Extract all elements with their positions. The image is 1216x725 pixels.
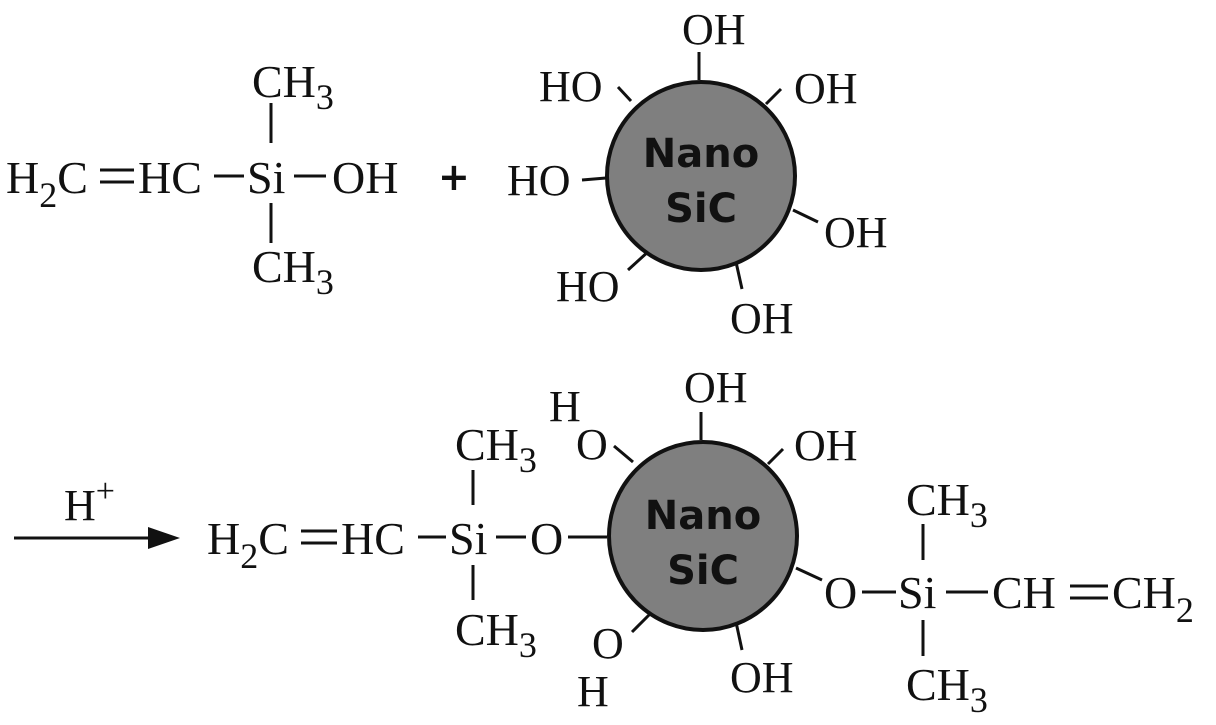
bond-top-ne (764, 87, 783, 106)
nano-sic-particle-top: Nano SiC OH OH OH OH HO HO HO (507, 5, 888, 343)
particle-label-line1: Nano (645, 493, 761, 539)
hydroxyl-group: OH (682, 5, 746, 54)
product-ch2: CH2 (1112, 567, 1194, 630)
hydroxyl-group: HO (556, 262, 620, 311)
bond-bottom-nw (613, 444, 634, 464)
product-ch3-top-right: CH3 (906, 474, 988, 535)
particle-label-line2: SiC (667, 548, 739, 594)
bond-bottom-ne (766, 447, 785, 466)
arrow-catalyst: H+ (64, 473, 115, 530)
hydroxyl-group: OH (794, 421, 858, 470)
bond-top-w (581, 176, 607, 182)
product-hc: HC (341, 513, 405, 564)
product-h2c: H2C (207, 513, 289, 576)
product-ch3-top-left: CH3 (455, 419, 537, 480)
reactant-oh: OH (332, 152, 398, 203)
product-ch3-bottom-left: CH3 (455, 604, 537, 665)
reactant-ch3-top: CH3 (252, 56, 334, 117)
hydroxyl-group: OH (684, 363, 748, 412)
product-ch3-bottom-right: CH3 (906, 659, 988, 720)
bond-top-nw (616, 85, 633, 103)
particle-core (607, 440, 799, 632)
hydroxyl-group: OH (730, 294, 794, 343)
arrow-head (148, 527, 180, 549)
reactant-ch3-bottom: CH3 (252, 241, 334, 302)
bond-bottom-sw (630, 610, 654, 634)
bond-top-s (734, 261, 744, 290)
hydroxyl-h-upper: H (549, 382, 581, 431)
hydroxyl-group: OH (794, 64, 858, 113)
reactant-si: Si (247, 152, 285, 203)
hydroxyl-group: HO (539, 62, 603, 111)
product-si-left: Si (449, 513, 487, 564)
hydroxyl-o-upper: O (576, 420, 608, 469)
reactant-h2c: H2C (6, 152, 88, 215)
product-o-right: O (824, 567, 857, 618)
reactant-hc: HC (138, 152, 202, 203)
bond-bottom-e (795, 566, 823, 582)
bond-bottom-s (734, 621, 744, 651)
particle-label-line2: SiC (665, 186, 737, 232)
hydroxyl-group: HO (507, 156, 571, 205)
hydroxyl-h-lower: H (577, 667, 609, 716)
hydroxyl-group: OH (730, 653, 794, 702)
plus-sign: + (438, 155, 470, 199)
hydroxyl-o-lower: O (592, 619, 624, 668)
product-o-left: O (530, 513, 563, 564)
product-left-chain: H2C HC Si O CH3 CH3 (207, 419, 607, 665)
hydroxyl-group: OH (824, 208, 888, 257)
product-ch: CH (992, 567, 1056, 618)
particle-label-line1: Nano (643, 131, 759, 177)
reaction-arrow: H+ (14, 473, 180, 549)
particle-core (605, 80, 797, 272)
nano-sic-particle-bottom: Nano SiC OH OH OH H O O H (549, 363, 858, 716)
product-si-right: Si (898, 567, 936, 618)
reactant-silane: H2C HC Si OH CH3 CH3 (6, 56, 398, 302)
bond-top-se (792, 208, 819, 224)
product-right-chain: O Si CH CH2 CH3 CH3 (824, 474, 1194, 720)
